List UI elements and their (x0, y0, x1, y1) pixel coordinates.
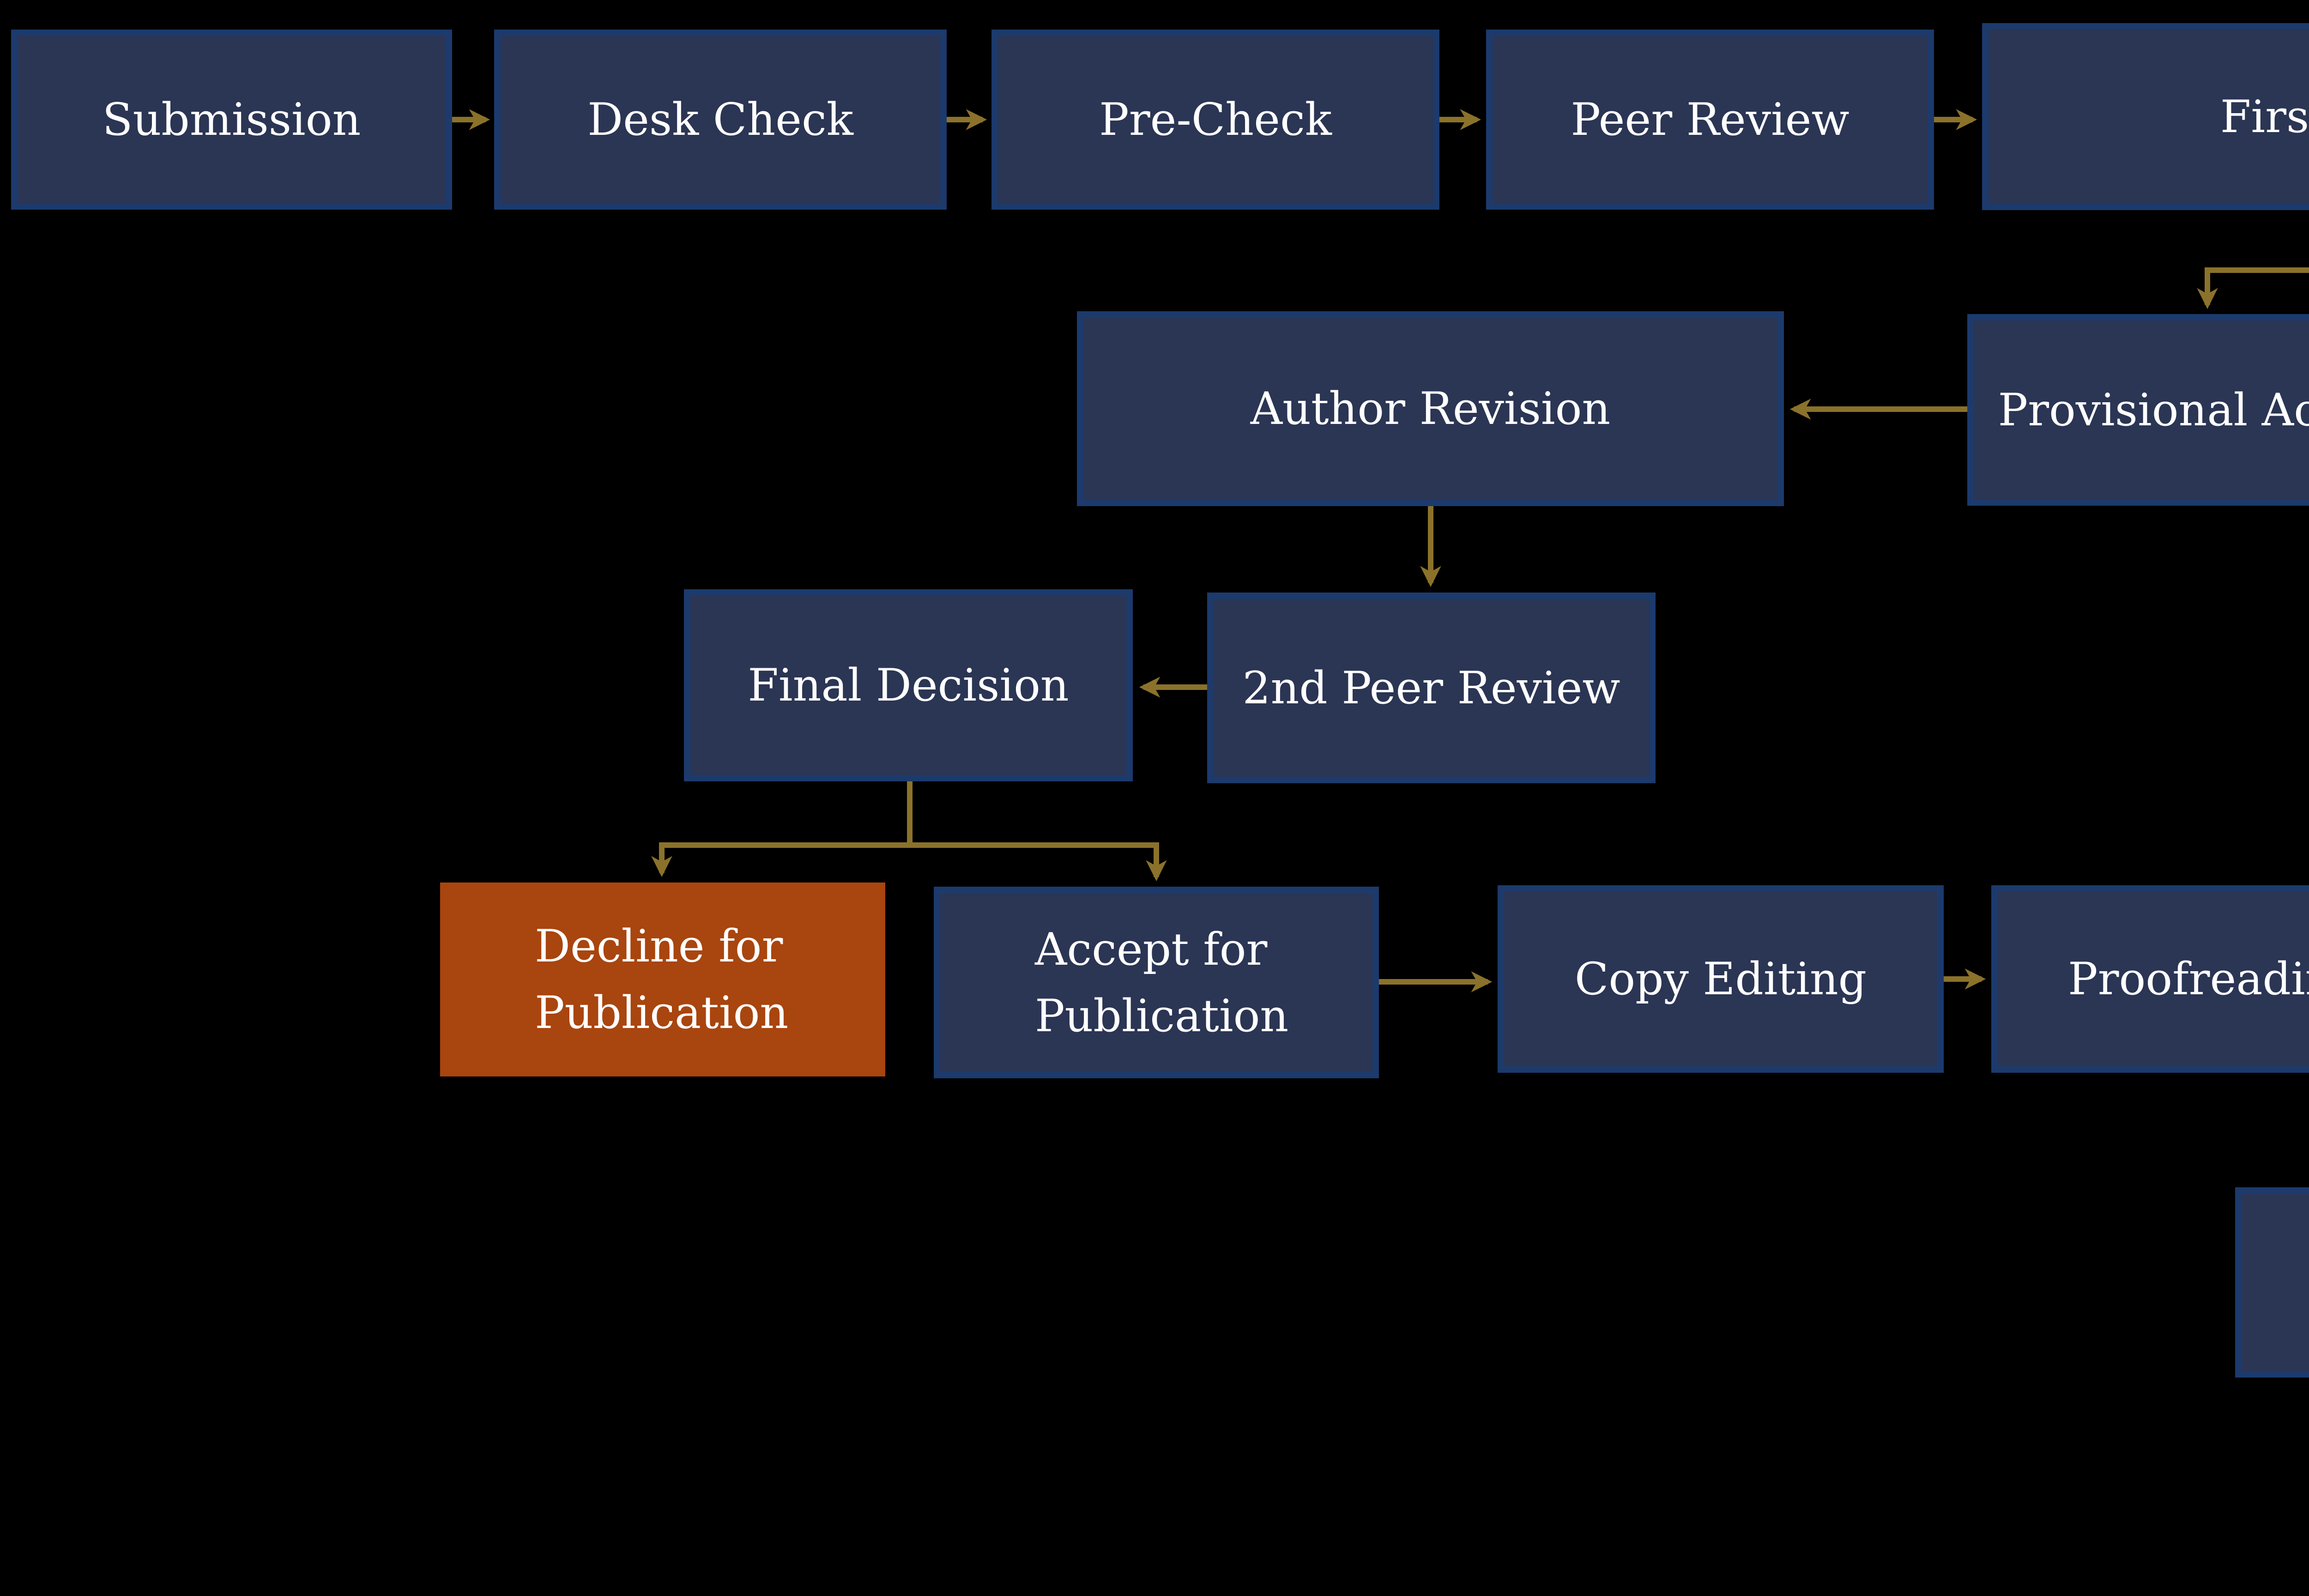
node-desk-check: Desk Check (494, 30, 947, 210)
node-label: Final Decision (748, 659, 1069, 711)
node-label: Pre-Check (1099, 94, 1332, 145)
node-label: Provisional Accept (1998, 384, 2309, 436)
node-accept-for-publication: Accept for Publication (934, 887, 1379, 1078)
node-label: Desk Check (587, 94, 853, 145)
node-submission: Submission (11, 30, 452, 210)
node-peer-review: Peer Review (1486, 30, 1934, 210)
node-label: Author Revision (1250, 383, 1611, 435)
node-proofreading: Proofreading (1991, 885, 2309, 1073)
node-final-decision: Final Decision (684, 589, 1133, 781)
node-label: Accept for Publication (1035, 923, 1289, 1042)
node-pre-check: Pre-Check (991, 30, 1439, 210)
node-label: Decline for Publication (535, 920, 789, 1039)
node-label: Submission (102, 94, 361, 145)
node-first-editor-decision: First Editor Decision (1982, 23, 2309, 210)
node-provisional-accept: Provisional Accept (1967, 314, 2309, 506)
node-indexing: Indexing (2235, 1187, 2309, 1378)
node-label: Peer Review (1571, 94, 1850, 145)
node-label: Proofreading (2068, 953, 2309, 1005)
node-label: First Editor Decision (2220, 91, 2309, 143)
node-second-peer-review: 2nd Peer Review (1207, 592, 1656, 783)
node-decline-for-publication: Decline for Publication (440, 883, 885, 1076)
node-label: Copy Editing (1574, 953, 1867, 1005)
node-copy-editing: Copy Editing (1498, 885, 1944, 1073)
node-author-revision: Author Revision (1077, 311, 1784, 506)
node-label: 2nd Peer Review (1242, 662, 1620, 714)
